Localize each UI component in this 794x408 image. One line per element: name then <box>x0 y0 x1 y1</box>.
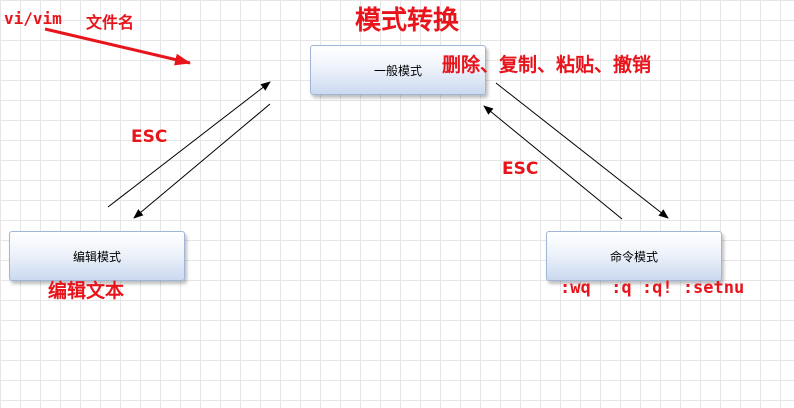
filename-label: 文件名 <box>86 13 135 32</box>
esc-label-left: ESC <box>131 127 168 147</box>
arrow-normal-to-edit <box>133 103 271 219</box>
arrow-normal-to-command <box>495 82 669 219</box>
esc-label-right: ESC <box>502 159 539 179</box>
node-command-mode-label: 命令模式 <box>609 249 658 264</box>
command-mode-ops: :wq :q :q! :setnu <box>560 278 745 298</box>
node-normal-mode: 一般模式 <box>310 45 486 95</box>
edit-mode-ops: 编辑文本 <box>48 280 125 302</box>
node-command-mode: 命令模式 <box>546 231 722 281</box>
node-normal-mode-label: 一般模式 <box>373 63 422 78</box>
pointer-arrow <box>44 27 191 66</box>
arrow-edit-to-normal <box>107 81 271 208</box>
node-edit-mode-label: 编辑模式 <box>72 249 121 264</box>
node-edit-mode: 编辑模式 <box>9 231 185 281</box>
arrow-command-to-normal <box>483 105 623 220</box>
vim-command-label: vi/vim <box>4 9 62 28</box>
diagram-title: 模式转换 <box>355 6 460 36</box>
normal-mode-ops: 删除、复制、粘贴、撤销 <box>442 54 652 76</box>
